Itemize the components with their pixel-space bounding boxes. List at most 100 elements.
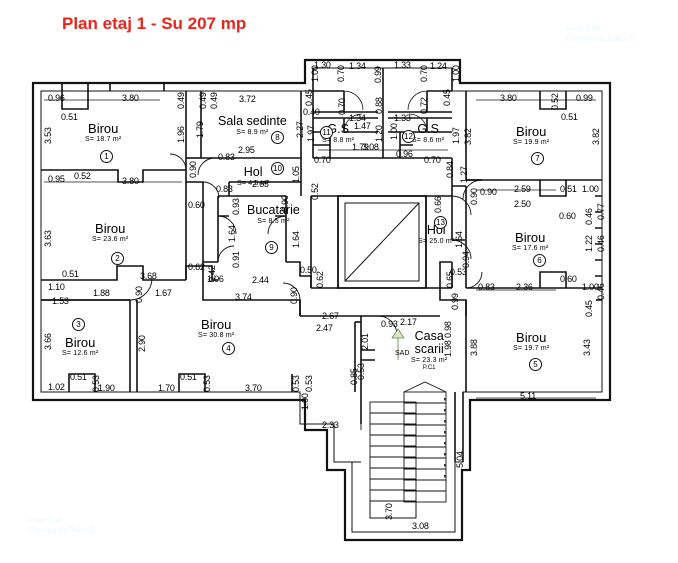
room-number-tag-7: 7: [531, 152, 544, 165]
dimension-label: 0.70: [424, 155, 441, 165]
room-name: G.S: [417, 122, 439, 136]
dimension-label: 0.62: [315, 271, 325, 288]
room-number-tag-13: 13: [434, 216, 447, 229]
dimension-label: 0.60: [560, 274, 577, 284]
dimension-label: 1.22: [584, 235, 594, 252]
room-name: Sala sedinte: [218, 114, 287, 128]
dimension-label: 3.08: [412, 521, 429, 531]
dimension-label: 1.30: [314, 60, 331, 70]
dimension-label: 5.11: [520, 391, 537, 401]
dimension-label: 0.51: [561, 112, 578, 122]
dimension-label: 5.04: [455, 451, 465, 468]
dimension-label: 0.52: [310, 183, 320, 200]
dimension-label: 1.97: [451, 127, 461, 144]
room-number-tag-3: 3: [72, 318, 85, 331]
dimension-label: 2.65: [252, 179, 269, 189]
room-area: S= 30.8 m²: [198, 332, 235, 339]
dimension-label: 3.70: [384, 503, 394, 520]
dimension-label: 0.90: [469, 188, 479, 205]
dimension-label: 1.00: [582, 282, 599, 292]
dimension-label: 0.88: [374, 97, 384, 114]
dimension-label: 1.00: [582, 184, 599, 194]
room-name: Bucatarie: [247, 203, 300, 217]
dimension-label: 2.33: [322, 420, 339, 430]
dimension-label: 0.95: [48, 174, 65, 184]
room-area: S= 4.5 m²: [237, 180, 270, 187]
dimension-label: 0.90: [280, 195, 290, 212]
dimension-label: 0.99: [576, 93, 593, 103]
dimension-label: 0.77: [596, 203, 606, 220]
room-name: Birou: [516, 330, 547, 345]
room-area: S= 25.0 m²: [418, 238, 455, 245]
dimension-label: 0.45: [442, 89, 452, 106]
dimension-label: 3.66: [43, 333, 53, 350]
dimension-label: 0.52: [74, 171, 91, 181]
dimension-label: 1.53: [52, 296, 69, 306]
watermark-line-2: Created by Paint S: [566, 34, 634, 43]
dimension-label: 3.53: [43, 127, 53, 144]
dimension-label: 0.70: [336, 65, 346, 82]
dimension-label: 0.49: [209, 92, 219, 109]
dimension-label: 0.93: [381, 319, 398, 329]
dimension-label: 1.27: [459, 166, 469, 183]
dimension-label: 0.70: [314, 155, 331, 165]
dimension-label: 0.51: [62, 269, 79, 279]
room-area: S= 23.6 m²: [92, 236, 129, 243]
room-number-tag-6: 6: [533, 254, 546, 267]
dimension-label: 0.83: [216, 184, 233, 194]
room-number-tag-4: 4: [222, 342, 235, 355]
stairwell-name: Casa: [414, 329, 444, 343]
dimension-label: 1.06: [207, 274, 224, 284]
dimension-label: 2.90: [137, 335, 147, 352]
stairwell-sub: P.C1: [422, 365, 436, 371]
dimension-label: 0.53: [202, 375, 212, 392]
page-title: Plan etaj 1 - Su 207 mp: [62, 14, 247, 33]
room-number-tag-11: 11: [320, 126, 333, 139]
dimension-label: 0.96: [396, 149, 413, 159]
dimension-label: 3.68: [140, 271, 157, 281]
dimension-label: 1.70: [158, 383, 175, 393]
dimension-label: 2.17: [400, 317, 417, 327]
dimension-label: 2.36: [516, 282, 533, 292]
dimension-label: 0.51: [560, 184, 577, 194]
dimension-label: 0.83: [478, 282, 495, 292]
dimension-label: 0.94: [461, 251, 471, 268]
room-area: S= 12.6 m²: [62, 350, 99, 357]
dimension-label: 3.70: [245, 383, 262, 393]
dimension-label: 1.00: [451, 65, 461, 82]
dimension-label: 0.45: [584, 300, 594, 317]
dimension-label: 1.00: [389, 123, 399, 140]
dimension-label: 0.90: [188, 161, 198, 178]
room-area: S= 19.9 m²: [513, 139, 550, 146]
dimension-label: 3.80: [122, 176, 139, 186]
dimension-label: 1.00: [310, 65, 320, 82]
dimension-label: 3.80: [500, 93, 517, 103]
dimension-label: 0.53: [450, 267, 467, 277]
dimension-label: 2.95: [238, 145, 255, 155]
dimension-label: 0.52: [550, 93, 560, 110]
dimension-label: 2.01: [360, 333, 370, 350]
dimension-label: 0.65: [445, 271, 455, 288]
dimension-label: 0.45: [304, 89, 314, 106]
room-number-tag-8: 8: [271, 131, 284, 144]
dimension-label: 3.72: [239, 94, 256, 104]
dimension-label: 1.24: [430, 61, 447, 71]
dimension-label: 0.51: [61, 112, 78, 122]
room-name: Birou: [88, 121, 119, 136]
room-number-tag-10: 10: [271, 162, 284, 175]
room-name: Hol: [243, 165, 263, 179]
dimension-label: 0.70: [419, 65, 429, 82]
dimension-label: 0.53: [291, 375, 301, 392]
dimension-label: 0.40: [303, 107, 320, 117]
dimension-label: 0.66: [433, 196, 443, 213]
dimension-label: 2.27: [295, 121, 305, 138]
sad-arrow-label: SAD: [395, 350, 410, 357]
